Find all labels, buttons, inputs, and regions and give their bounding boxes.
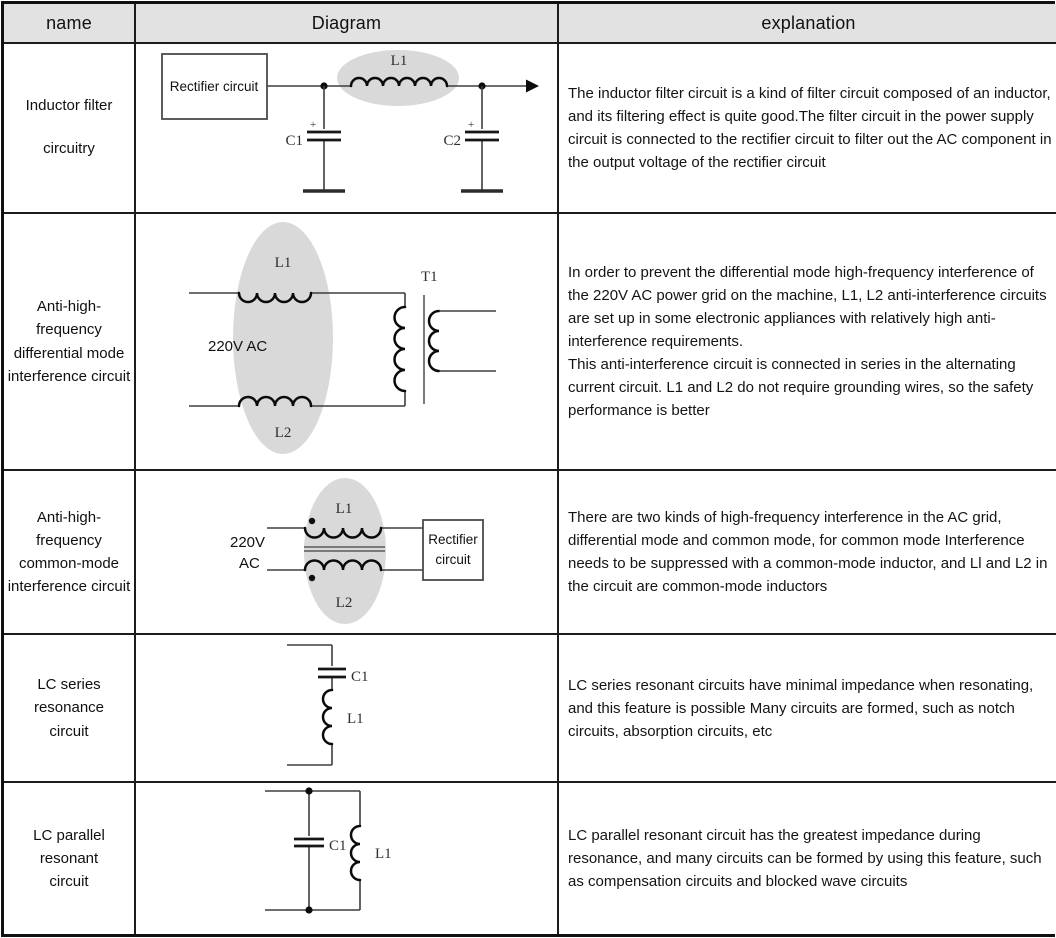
inductor-coil-l2 bbox=[237, 395, 313, 408]
explanation-cell-common-mode: There are two kinds of high-frequency in… bbox=[559, 471, 1056, 635]
diagram-differential-mode-svg: L1 L2 220V AC T1 bbox=[189, 222, 496, 454]
row-name-differential-mode: Anti-high-frequency differential mode in… bbox=[4, 214, 136, 471]
l1-label: L1 bbox=[375, 846, 392, 862]
inductor-coil-l1 bbox=[349, 824, 362, 882]
l1-label: L1 bbox=[336, 501, 353, 517]
explanation-text: There are two kinds of high-frequency in… bbox=[568, 509, 1048, 595]
rectifier-box bbox=[422, 519, 484, 581]
capacitor-c2 bbox=[465, 130, 499, 142]
source-label: 220V AC bbox=[208, 338, 267, 355]
c2-plus-sign: + bbox=[468, 119, 474, 131]
header-cell-diagram: Diagram bbox=[136, 4, 559, 44]
t1-label: T1 bbox=[421, 269, 438, 285]
ac-line-wires bbox=[189, 292, 405, 407]
inductor-coil-l2 bbox=[303, 559, 383, 572]
capacitor-c1 bbox=[294, 837, 324, 848]
source-label-220v: 220V bbox=[230, 534, 265, 551]
polarity-dot bbox=[308, 574, 316, 582]
explanation-text: In order to prevent the differential mod… bbox=[568, 264, 1047, 419]
row-name-inductor-filter: Inductor filter circuitry bbox=[4, 44, 136, 214]
inductor-coil-l1 bbox=[321, 688, 334, 746]
rectifier-box-label-line2: circuit bbox=[435, 552, 471, 567]
header-diagram-label: Diagram bbox=[311, 12, 382, 33]
source-label-ac: AC bbox=[239, 555, 260, 572]
row-name-common-mode: Anti-high-frequency common-mode interfer… bbox=[4, 471, 136, 635]
header-cell-explanation: explanation bbox=[559, 4, 1056, 44]
capacitor-c1 bbox=[307, 130, 341, 142]
explanation-text: LC parallel resonant circuit has the gre… bbox=[568, 827, 1042, 890]
c1-label: C1 bbox=[329, 838, 347, 854]
rectifier-box-label: Rectifier circuit bbox=[170, 79, 259, 94]
capacitor-c1 bbox=[318, 667, 346, 679]
l1-label: L1 bbox=[275, 255, 292, 271]
diagram-cell-lc-parallel: C1 L1 bbox=[136, 783, 559, 934]
highlight-ellipse bbox=[337, 50, 459, 106]
row-name-lc-parallel: LC parallel resonant circuit bbox=[4, 783, 136, 934]
arrowhead-icon bbox=[526, 79, 539, 93]
diagram-cell-inductor-filter: Rectifier circuit L1 C1 + C2 + bbox=[136, 44, 559, 214]
secondary-terminal-wires bbox=[439, 310, 496, 372]
diagram-lc-parallel-svg: C1 L1 bbox=[265, 787, 392, 914]
rectifier-box-label-line1: Rectifier bbox=[428, 532, 478, 547]
diagram-cell-differential-mode: L1 L2 220V AC T1 bbox=[136, 214, 559, 471]
node-dot bbox=[305, 906, 313, 914]
inductor-coil-l1 bbox=[237, 291, 313, 304]
highlight-ellipse bbox=[233, 222, 333, 454]
diagram-lc-series-svg: C1 L1 bbox=[287, 644, 369, 766]
header-name-label: name bbox=[46, 12, 92, 33]
explanation-cell-inductor-filter: The inductor filter circuit is a kind of… bbox=[559, 44, 1056, 214]
explanation-cell-lc-series: LC series resonant circuits have minimal… bbox=[559, 635, 1056, 783]
branch-wires bbox=[287, 644, 333, 766]
explanation-text: The inductor filter circuit is a kind of… bbox=[568, 85, 1052, 171]
diagram-inductor-filter-svg: Rectifier circuit L1 C1 + C2 + bbox=[161, 50, 539, 193]
explanation-cell-differential-mode: In order to prevent the differential mod… bbox=[559, 214, 1056, 471]
c1-label: C1 bbox=[351, 669, 369, 685]
explanation-text: LC series resonant circuits have minimal… bbox=[568, 676, 1034, 740]
transformer-secondary-coil bbox=[427, 309, 441, 373]
header-explanation-label: explanation bbox=[761, 12, 856, 33]
l2-label: L2 bbox=[275, 425, 292, 441]
diagram-cell-lc-series: C1 L1 bbox=[136, 635, 559, 783]
common-mode-core bbox=[304, 546, 385, 552]
node-dot bbox=[305, 787, 313, 795]
polarity-dot bbox=[308, 517, 316, 525]
c2-label: C2 bbox=[443, 133, 461, 149]
l1-label: L1 bbox=[391, 53, 408, 69]
diagram-common-mode-svg: L1 L2 220V AC Rectifier circuit bbox=[230, 478, 484, 624]
l1-label: L1 bbox=[347, 711, 364, 727]
c1-label: C1 bbox=[285, 133, 303, 149]
inductor-coil-l1 bbox=[349, 76, 449, 88]
inductor-coil-l1 bbox=[303, 526, 383, 539]
c1-plus-sign: + bbox=[310, 119, 316, 131]
ac-line-wires bbox=[267, 527, 423, 571]
l2-label: L2 bbox=[336, 595, 353, 611]
explanation-cell-lc-parallel: LC parallel resonant circuit has the gre… bbox=[559, 783, 1056, 934]
row-name-lc-series: LC series resonance circuit bbox=[4, 635, 136, 783]
transformer-primary-coil bbox=[393, 305, 407, 393]
diagram-cell-common-mode: L1 L2 220V AC Rectifier circuit bbox=[136, 471, 559, 635]
header-cell-name: name bbox=[4, 4, 136, 44]
